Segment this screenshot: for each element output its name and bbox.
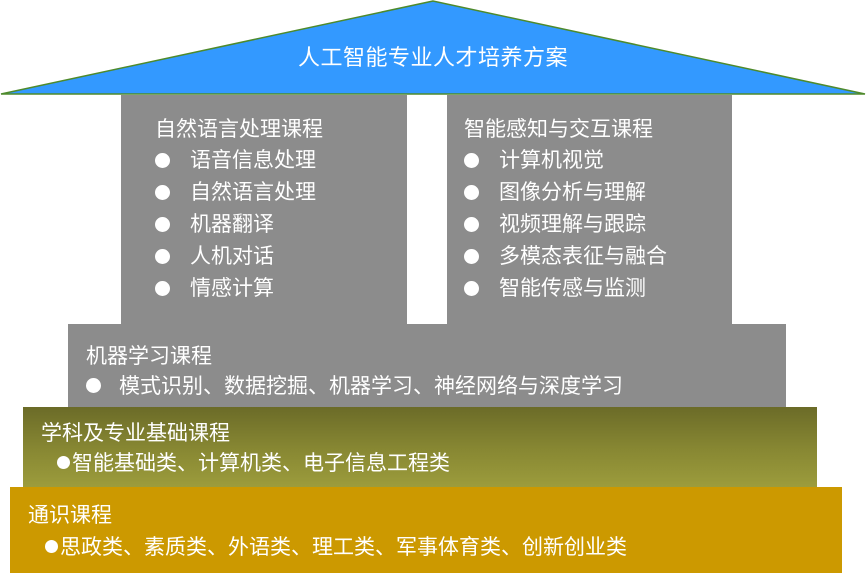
band-foundation: 学科及专业基础课程 智能基础类、计算机类、电子信息工程类: [23, 407, 817, 487]
bullet-icon: [57, 455, 70, 469]
list-item: 情感计算: [155, 272, 316, 304]
band-items: 智能基础类、计算机类、电子信息工程类: [57, 447, 450, 477]
band-items: 模式识别、数据挖掘、机器学习、神经网络与深度学习: [86, 370, 623, 400]
bullet-icon: [45, 539, 58, 553]
bullet-icon: [464, 216, 479, 232]
course-list: 计算机视觉 图像分析与理解 视频理解与跟踪 多模态表征与融合 智能传感与监测: [464, 144, 667, 304]
list-item: 语音信息处理: [155, 144, 316, 176]
bullet-icon: [464, 280, 479, 296]
roof-triangle: [0, 0, 866, 95]
list-item: 视频理解与跟踪: [464, 208, 667, 240]
list-item: 机器翻译: [155, 208, 316, 240]
course-list: 语音信息处理 自然语言处理 机器翻译 人机对话 情感计算: [155, 144, 316, 304]
pillar-title: 智能感知与交互课程: [464, 117, 653, 141]
list-item: 计算机视觉: [464, 144, 667, 176]
bullet-icon: [155, 280, 170, 296]
list-item: 图像分析与理解: [464, 176, 667, 208]
band-items: 思政类、素质类、外语类、理工类、军事体育类、创新创业类: [45, 531, 627, 561]
list-item: 自然语言处理: [155, 176, 316, 208]
list-item: 智能传感与监测: [464, 272, 667, 304]
band-general-education: 通识课程 思政类、素质类、外语类、理工类、军事体育类、创新创业类: [10, 487, 842, 573]
band-title: 机器学习课程: [86, 344, 212, 368]
diagram-title: 人工智能专业人才培养方案: [297, 46, 568, 71]
bullet-icon: [464, 248, 479, 264]
list-item: 人机对话: [155, 240, 316, 272]
pillar-title: 自然语言处理课程: [155, 117, 323, 141]
band-title: 通识课程: [28, 503, 112, 527]
pillar-perception-interaction: 智能感知与交互课程 计算机视觉 图像分析与理解 视频理解与跟踪 多模态表征与融合…: [447, 95, 732, 324]
bullet-icon: [155, 152, 170, 168]
bullet-icon: [155, 184, 170, 200]
bullet-icon: [155, 216, 170, 232]
bullet-icon: [155, 248, 170, 264]
bullet-icon: [86, 377, 101, 393]
list-item: 多模态表征与融合: [464, 240, 667, 272]
pillar-nlp: 自然语言处理课程 语音信息处理 自然语言处理 机器翻译 人机对话 情感计算: [121, 95, 407, 324]
bullet-icon: [464, 152, 479, 168]
band-machine-learning: 机器学习课程 模式识别、数据挖掘、机器学习、神经网络与深度学习: [68, 324, 786, 407]
band-title: 学科及专业基础课程: [41, 421, 230, 445]
bullet-icon: [464, 184, 479, 200]
